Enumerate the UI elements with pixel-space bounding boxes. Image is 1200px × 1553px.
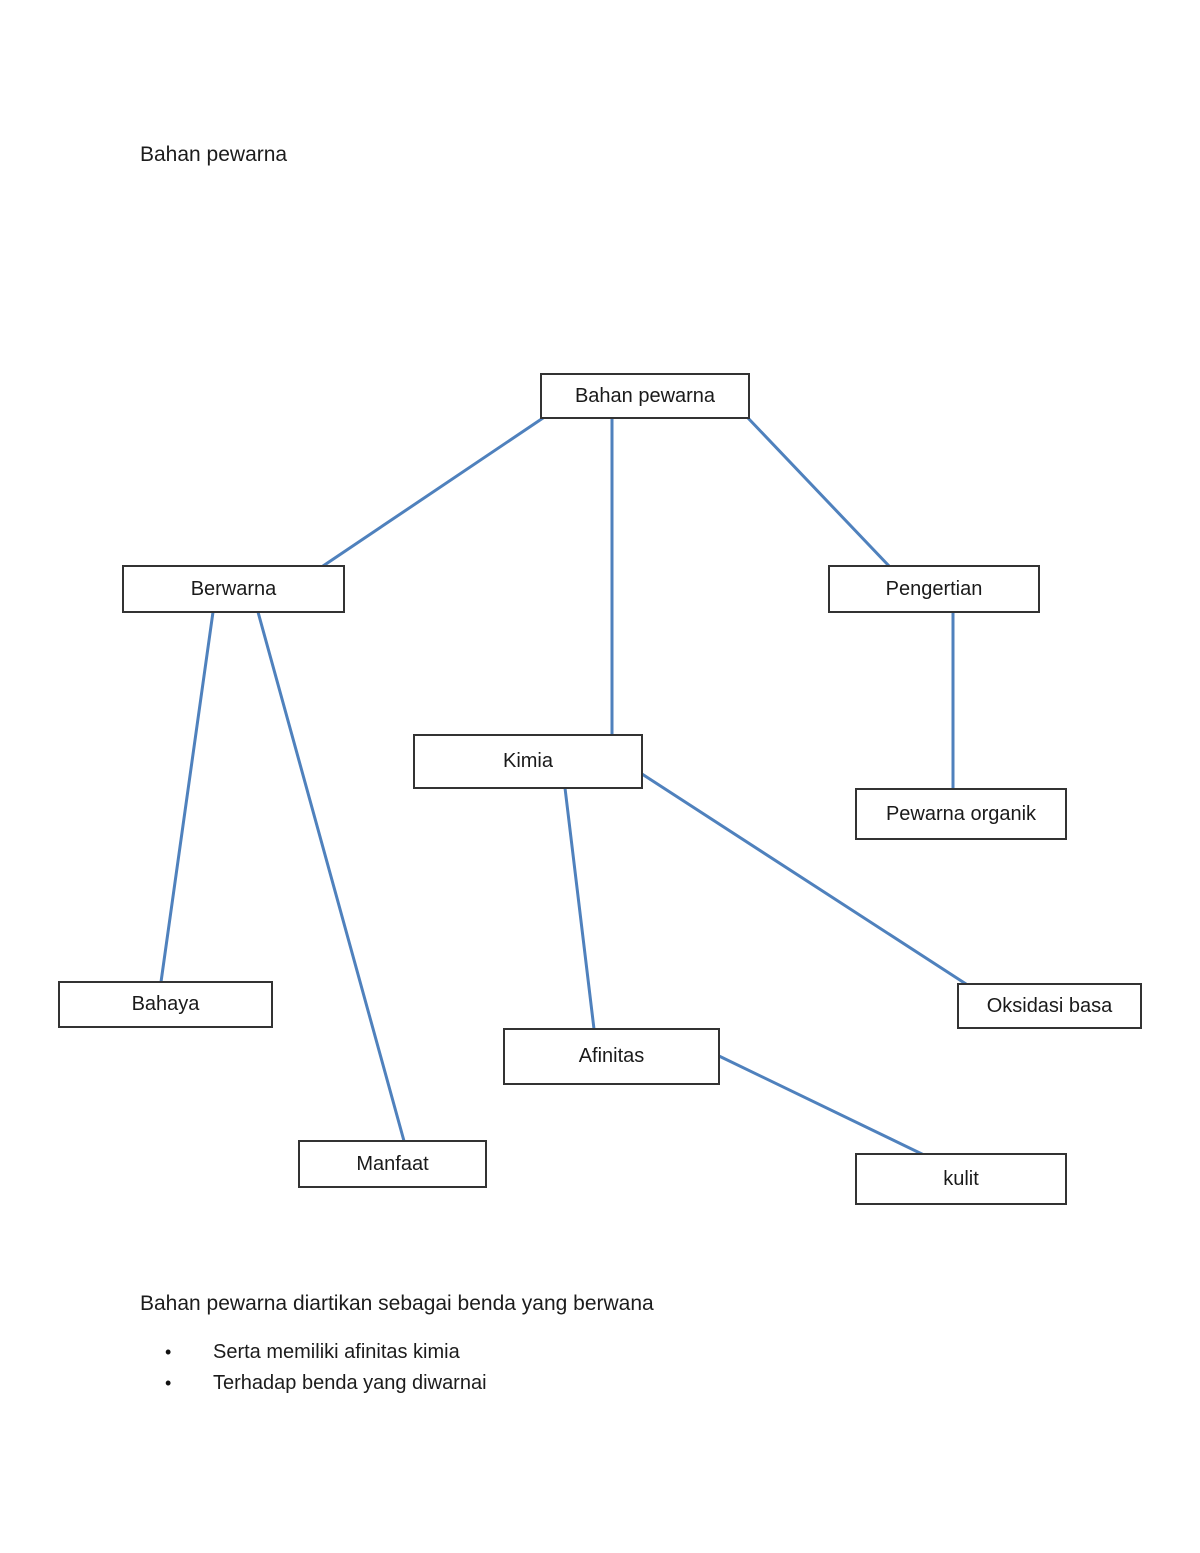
diagram-node-label: kulit <box>943 1167 979 1190</box>
diagram-node-manfaat: Manfaat <box>298 1140 487 1188</box>
diagram-node-bahaya: Bahaya <box>58 981 273 1028</box>
diagram-node-label: Afinitas <box>578 1045 645 1067</box>
diagram-node-label: Oksidasi basa <box>986 994 1113 1017</box>
diagram-node-kimia: Kimia <box>413 734 643 789</box>
edge-afinitas-to-kulit <box>717 1054 926 1157</box>
diagram-node-label: Bahan pewarna <box>574 384 716 407</box>
edge-berwarna-to-bahaya <box>159 610 215 984</box>
bullet-list: • Serta memiliki afinitas kimia • Terhadap … <box>165 1341 487 1403</box>
diagram-node-label: Manfaat <box>356 1152 429 1175</box>
diagram-node-afinitas: Afinitas <box>503 1028 720 1085</box>
diagram-node-pengertian: Pengertian <box>828 565 1040 613</box>
edge-bahan-pewarna-to-berwarna <box>321 416 545 568</box>
diagram-node-label: Berwarna <box>190 577 277 600</box>
bullet-text: Terhadap benda yang diwarnai <box>213 1372 487 1394</box>
bullet-marker-icon: • <box>165 1342 172 1362</box>
bullet-item: • Serta memiliki afinitas kimia <box>165 1341 487 1372</box>
diagram-node-label: Pewarna organik <box>885 802 1037 825</box>
diagram-node-label: Bahaya <box>131 993 200 1015</box>
diagram-node-label: Pengertian <box>885 577 983 600</box>
footer-paragraph: Bahan pewarna diartikan sebagai benda ya… <box>140 1292 654 1315</box>
page-title: Bahan pewarna <box>140 143 288 166</box>
diagram-node-bahan-pewarna: Bahan pewarna <box>540 373 750 419</box>
bullet-marker-icon: • <box>165 1373 172 1393</box>
diagram-node-oksidasi-basa: Oksidasi basa <box>957 983 1142 1029</box>
edge-bahan-pewarna-to-pengertian <box>746 416 891 568</box>
bullet-item: • Terhadap benda yang diwarnai <box>165 1372 487 1403</box>
edge-kimia-to-afinitas <box>563 786 596 1031</box>
diagram-node-kulit: kulit <box>855 1153 1067 1205</box>
diagram-node-berwarna: Berwarna <box>122 565 345 613</box>
diagram-node-label: Kimia <box>502 750 553 772</box>
edge-berwarna-to-manfaat <box>256 610 406 1143</box>
diagram-node-pewarna-organik: Pewarna organik <box>855 788 1067 840</box>
bullet-text: Serta memiliki afinitas kimia <box>213 1341 460 1363</box>
